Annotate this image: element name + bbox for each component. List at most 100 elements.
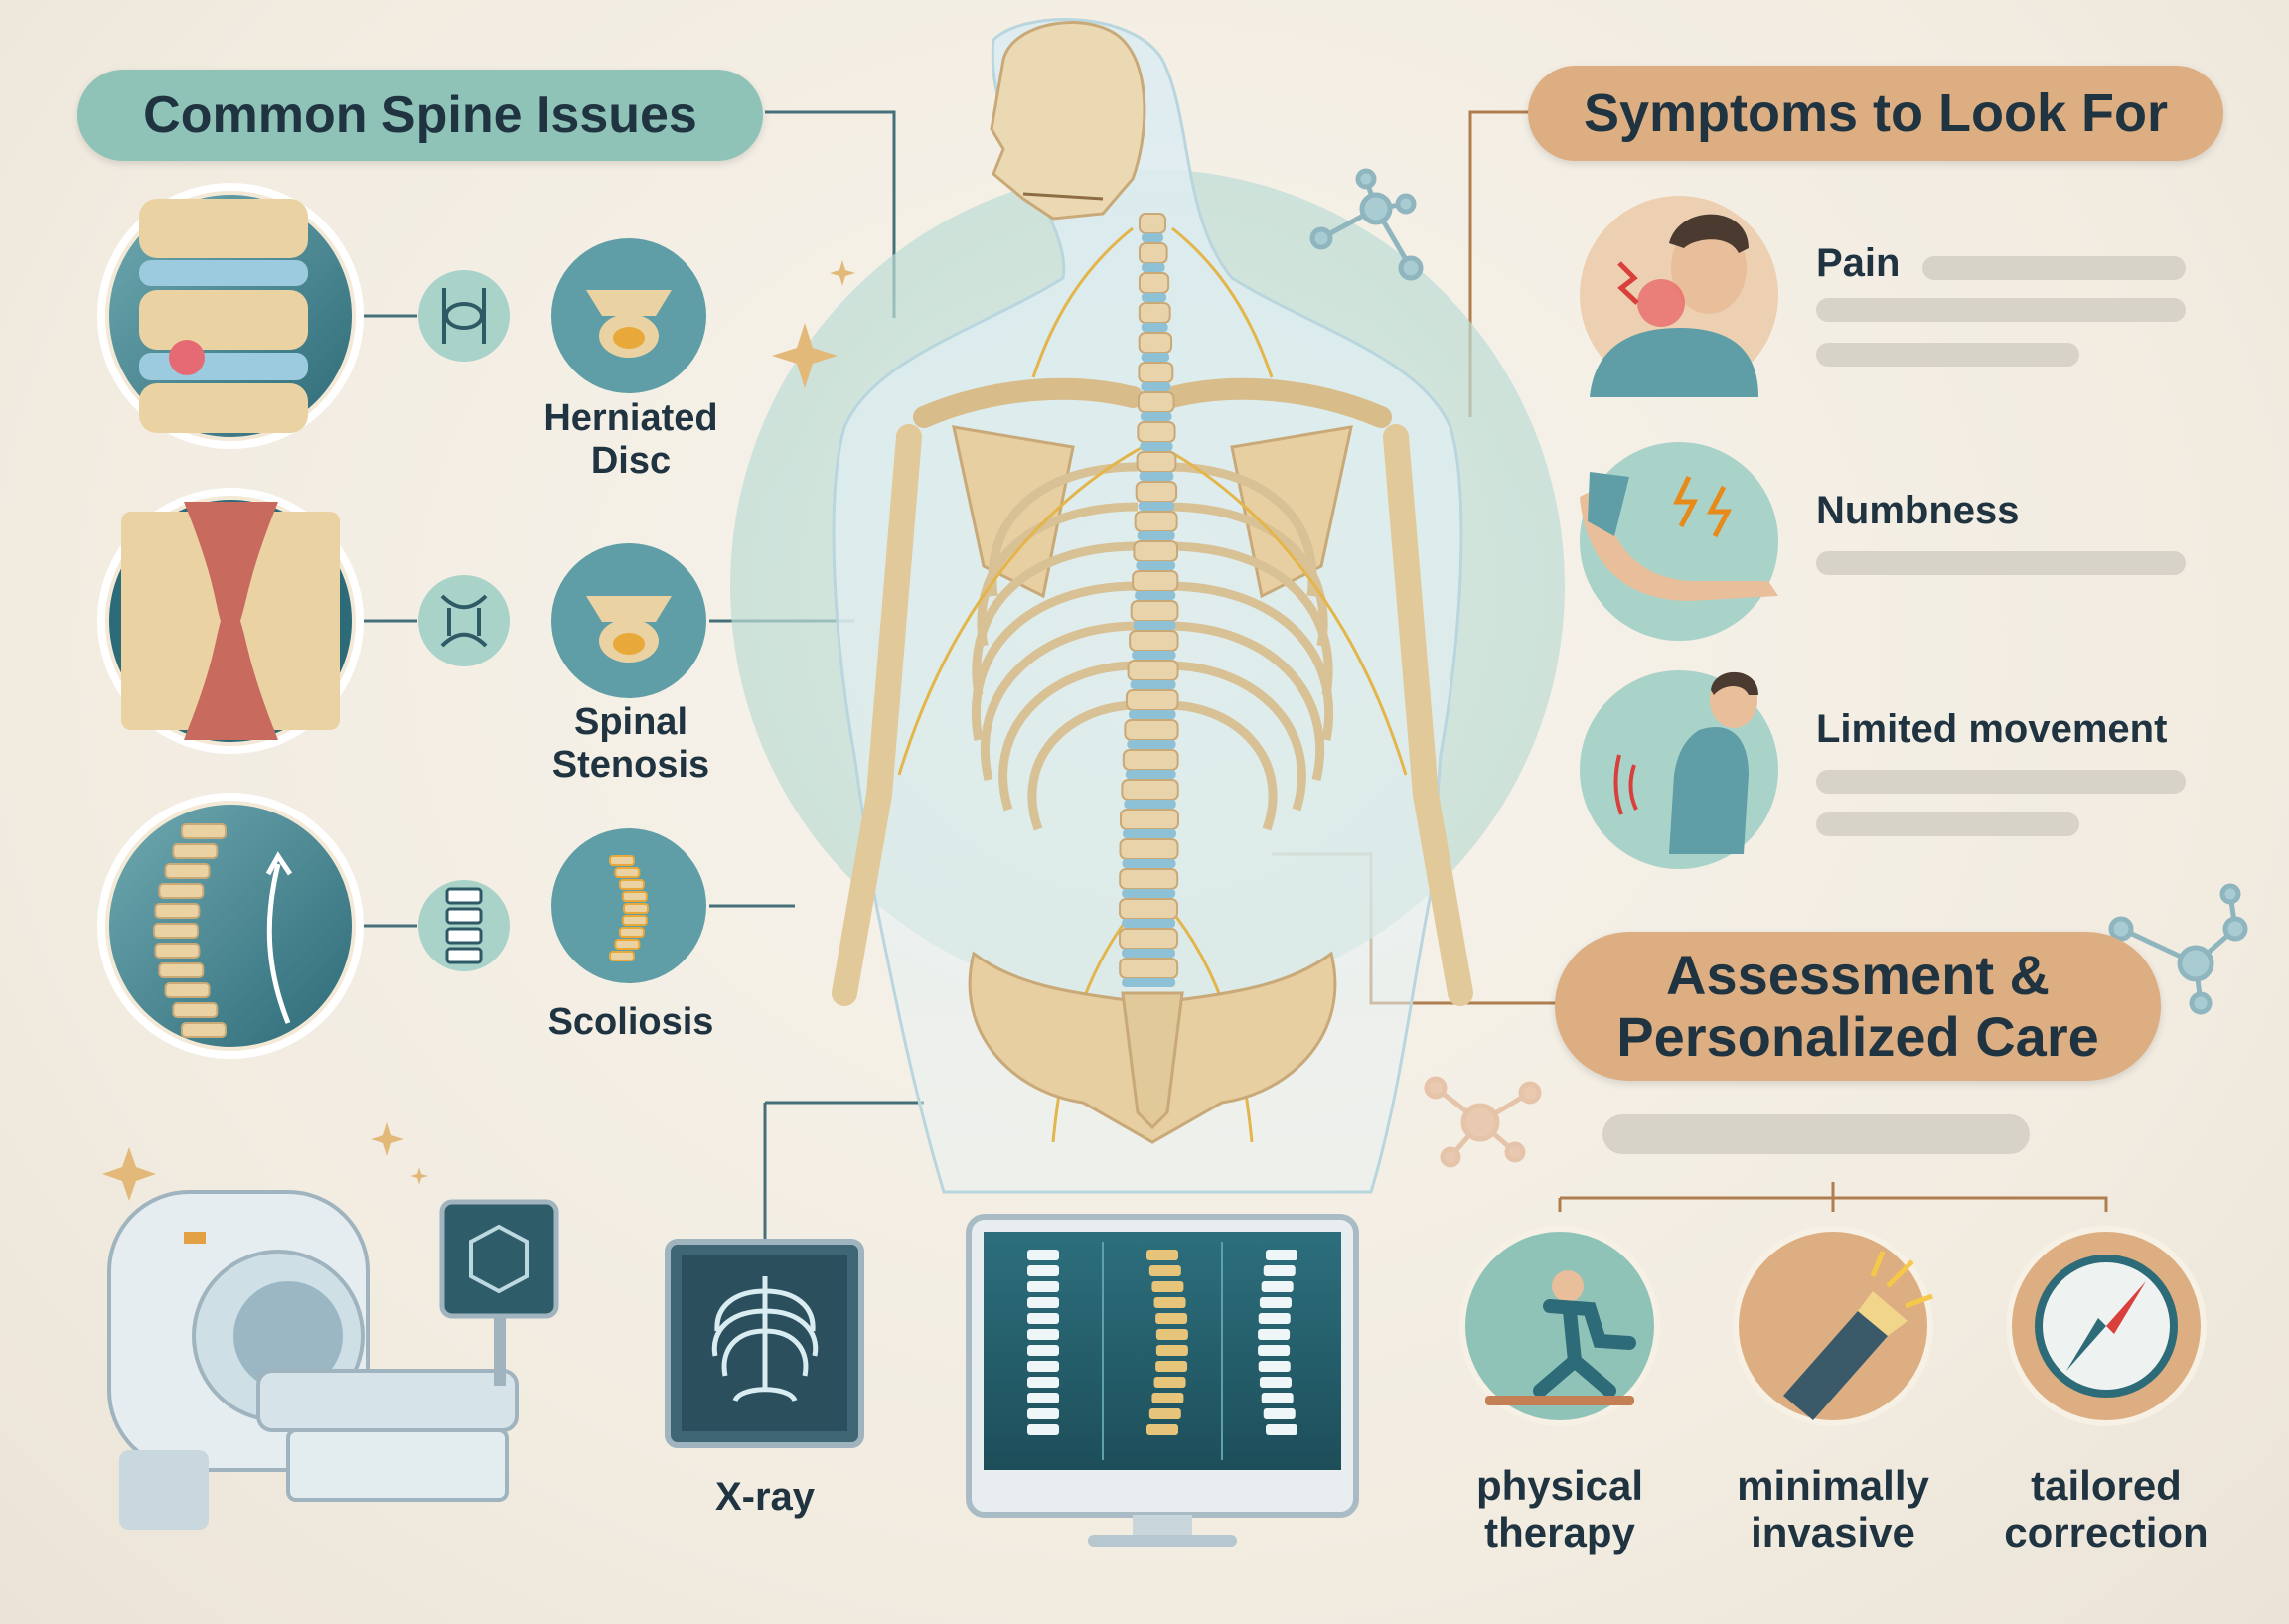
- spinal-disc: [1127, 740, 1176, 749]
- symptoms-title: Symptoms to Look For: [1528, 66, 2223, 161]
- vertebra: [1135, 481, 1178, 503]
- vertebra: [1119, 809, 1179, 830]
- scoliosis-vertebra: [154, 943, 201, 959]
- skull: [990, 21, 1146, 221]
- monitor-vertebra: [1261, 1281, 1294, 1292]
- monitor-vertebra: [1148, 1408, 1181, 1419]
- vertebra: [1138, 242, 1168, 264]
- monitor-vertebra: [1258, 1345, 1291, 1356]
- icon-vertebra: [621, 891, 648, 902]
- icon-vertebra: [621, 915, 648, 926]
- disc-joint-icon: [418, 270, 510, 362]
- vertebra: [1122, 749, 1179, 771]
- vertebra: [1136, 451, 1177, 473]
- spinal-disc: [1141, 353, 1170, 362]
- spinal-disc: [1124, 800, 1176, 809]
- vertebra: [1138, 272, 1170, 294]
- monitor-vertebra: [1027, 1361, 1059, 1372]
- herniated-disc-illustration: [97, 183, 364, 449]
- monitor-vertebra: [1258, 1329, 1291, 1340]
- monitor-vertebra: [1148, 1265, 1181, 1276]
- monitor-vertebra: [1153, 1377, 1186, 1388]
- icon-vertebra: [623, 903, 649, 914]
- connector-care-tree: [1558, 1196, 2108, 1212]
- vertebra: [1139, 213, 1166, 234]
- xray-label: X-ray: [714, 1475, 816, 1519]
- monitor-illustration: [966, 1214, 1359, 1547]
- vertebra: [1121, 779, 1179, 801]
- monitor-vertebra: [1258, 1313, 1291, 1324]
- monitor-vertebra: [1259, 1377, 1292, 1388]
- vertebra: [1119, 958, 1179, 979]
- scoliosis-vertebra: [158, 962, 205, 978]
- spinal-disc: [1128, 710, 1176, 719]
- monitor-vertebra: [1155, 1345, 1188, 1356]
- spinal-disc: [1141, 323, 1168, 332]
- vertebra: [1132, 570, 1179, 592]
- xray-film-illustration: [665, 1239, 864, 1448]
- numbness-label: Numbness: [1816, 489, 2020, 532]
- tailored-correction-label-line1: tailored: [2031, 1462, 2182, 1509]
- spinal-disc: [1136, 561, 1176, 570]
- spinal-disc: [1140, 412, 1172, 421]
- minimally-invasive-label-line1: minimally: [1737, 1462, 1929, 1509]
- spinal-disc: [1141, 263, 1165, 272]
- scoliosis-vertebra: [181, 1022, 227, 1038]
- monitor-vertebra: [1151, 1281, 1184, 1292]
- physical-therapy-label-line1: physical: [1475, 1462, 1644, 1509]
- herniated-disc-label-line1: Herniated: [543, 397, 718, 439]
- physical-therapy-icon: [1459, 1226, 1660, 1426]
- vertebra-icon-1: [551, 238, 706, 393]
- jaw-teeth: [1022, 192, 1104, 201]
- spinal-disc: [1122, 859, 1176, 868]
- monitor-vertebra: [1027, 1424, 1059, 1435]
- scoliosis-vertebra: [164, 982, 211, 998]
- herniated-disc-label: Herniated Disc: [517, 397, 745, 484]
- vertebra-icon-2: [551, 543, 706, 698]
- spinal-stenosis-label-line2: Stenosis: [551, 744, 710, 787]
- icon-vertebra: [609, 951, 635, 961]
- monitor-vertebra: [1027, 1393, 1059, 1403]
- vertebra: [1138, 302, 1171, 324]
- spinal-disc: [1140, 442, 1173, 451]
- monitor-vertebra: [1146, 1250, 1178, 1260]
- herniated-disc-label-line2: Disc: [590, 440, 672, 483]
- spinal-disc: [1133, 621, 1176, 630]
- sacrum: [1121, 991, 1184, 1130]
- scoliosis-vertebra: [154, 903, 201, 919]
- monitor-vertebra: [1153, 1297, 1186, 1308]
- scoliosis-vertebra: [164, 863, 211, 879]
- monitor-vertebra: [1027, 1313, 1059, 1324]
- mri-machine-illustration: [107, 1190, 559, 1530]
- vertebra: [1119, 838, 1179, 860]
- spinal-disc: [1141, 293, 1167, 302]
- scoliosis-vertebra: [158, 883, 205, 899]
- spinal-disc: [1122, 919, 1176, 928]
- icon-vertebra: [614, 867, 641, 878]
- spinal-disc: [1122, 949, 1176, 958]
- assessment-title-line2: Personalized Care: [1616, 1005, 2099, 1068]
- spinal-disc: [1122, 889, 1176, 898]
- monitor-vertebra: [1027, 1329, 1059, 1340]
- monitor-vertebra: [1263, 1408, 1296, 1419]
- clavicles: [913, 377, 1392, 428]
- vertebra: [1119, 868, 1179, 890]
- vertebra: [1134, 511, 1178, 532]
- skeleton-figure: [730, 18, 1565, 1194]
- vertebra: [1137, 391, 1175, 413]
- monitor-vertebra: [1027, 1377, 1059, 1388]
- icon-vertebra: [618, 927, 645, 938]
- vertebra: [1119, 898, 1179, 920]
- monitor-vertebra: [1155, 1329, 1188, 1340]
- icon-vertebra: [614, 939, 641, 950]
- pain-label: Pain: [1816, 241, 1901, 285]
- monitor-vertebra: [1258, 1361, 1291, 1372]
- vertebra: [1124, 719, 1179, 741]
- right-arm-bone: [1383, 424, 1473, 1006]
- monitor-vertebra: [1266, 1424, 1297, 1435]
- spinal-disc: [1139, 472, 1174, 481]
- spine-segment-icon: [418, 880, 510, 971]
- icon-vertebra: [618, 879, 645, 890]
